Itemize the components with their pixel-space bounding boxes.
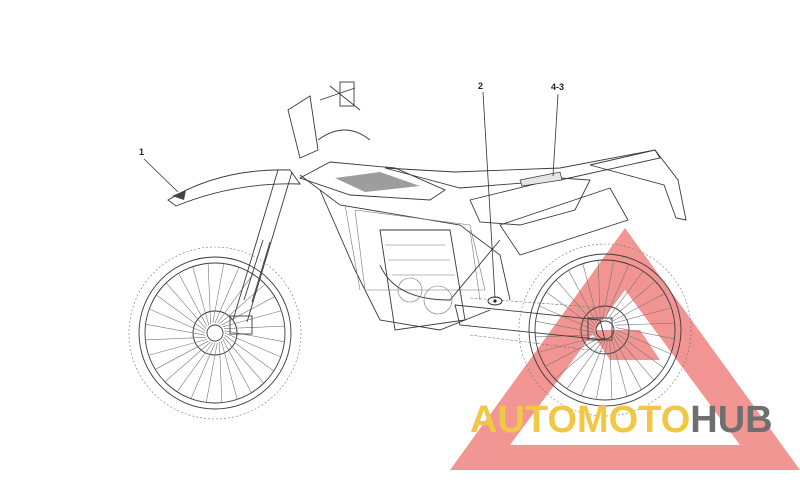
wheel-spoke [224, 332, 281, 358]
front-wheel [128, 246, 302, 420]
callout-1: 1 [139, 147, 179, 193]
frame [299, 174, 511, 331]
wheel-spoke [164, 341, 211, 383]
wheel-spoke [568, 270, 597, 324]
front-fork [229, 169, 293, 335]
wheel-spoke [615, 332, 664, 369]
front-fender [167, 169, 301, 207]
wheel-spoke [546, 291, 595, 328]
wheel-spoke [220, 340, 238, 400]
watermark-text-automoto: AUTOMOTO [470, 399, 690, 441]
callout-4-3: 4-3 [551, 82, 564, 177]
wheel-spoke [539, 305, 595, 331]
wheel-spoke [535, 320, 595, 333]
radiator-shroud-decal [298, 161, 446, 201]
side-panel [469, 171, 591, 226]
wheel-spoke [611, 338, 628, 397]
wheel-spoke [219, 283, 266, 325]
wheel-spoke [613, 336, 642, 390]
wheel-spoke [580, 340, 606, 396]
wheel-spoke [607, 271, 644, 320]
wheel-spoke [148, 338, 208, 356]
handlebar-assembly [287, 81, 371, 159]
wheel-spoke [595, 340, 608, 400]
watermark-text-hub: HUB [690, 399, 772, 441]
wheel-spoke [614, 334, 655, 381]
swingarm-decal [487, 296, 503, 306]
callout-label-2: 2 [478, 81, 483, 91]
wheel-spoke [602, 260, 615, 320]
wheel-spoke [205, 342, 218, 403]
wheel-spoke [219, 341, 223, 403]
svg-text:AUTOMOTOHUB: AUTOMOTOHUB [470, 399, 773, 441]
wheel-spoke [538, 336, 597, 353]
wheel-spoke [609, 280, 656, 321]
rear-fender [589, 149, 687, 221]
exhaust-muffler [379, 187, 629, 301]
wheel-spoke [611, 293, 665, 322]
wheel-spoke [221, 296, 275, 326]
wheel-spoke [155, 340, 209, 370]
wheel-spoke [566, 340, 603, 389]
wheel-spoke [212, 263, 225, 324]
wheel-spoke [615, 327, 675, 340]
wheel-spoke [156, 294, 206, 332]
wheel-spoke [554, 339, 601, 380]
wheel-spoke [216, 274, 254, 324]
wheel-spoke [545, 338, 599, 367]
wheel-spoke [207, 263, 211, 325]
engine [379, 229, 466, 331]
watermark-logo: AUTOMOTOHUB [470, 399, 773, 441]
wheel-spoke [222, 339, 252, 393]
swingarm [454, 304, 613, 341]
wheel-spoke [176, 342, 214, 392]
wheel-spoke [224, 334, 274, 372]
wheel-spoke [223, 337, 265, 384]
wheel-spoke [615, 329, 671, 355]
wheel-spoke [178, 273, 208, 327]
wheel-spoke [190, 342, 216, 399]
wheel-spoke [149, 308, 206, 334]
wheel-spoke [613, 307, 672, 324]
wheel-spoke [614, 322, 675, 326]
wheel-spoke [223, 325, 285, 329]
callout-2: 2 [478, 81, 496, 299]
wheel-spoke [145, 323, 206, 336]
wheel-spoke [597, 260, 601, 321]
rear-wheel [518, 243, 692, 417]
callout-label-4-3: 4-3 [551, 82, 564, 92]
wheel-spoke [214, 267, 240, 324]
wheel-spoke [192, 266, 210, 326]
wheel-spoke [609, 339, 613, 400]
wheel-spoke [604, 264, 630, 320]
wheel-spoke [145, 337, 207, 341]
wheel-spoke [224, 330, 285, 343]
callout-label-1: 1 [139, 147, 144, 157]
wheel-spoke [582, 263, 599, 322]
wheel-spoke [165, 282, 207, 329]
